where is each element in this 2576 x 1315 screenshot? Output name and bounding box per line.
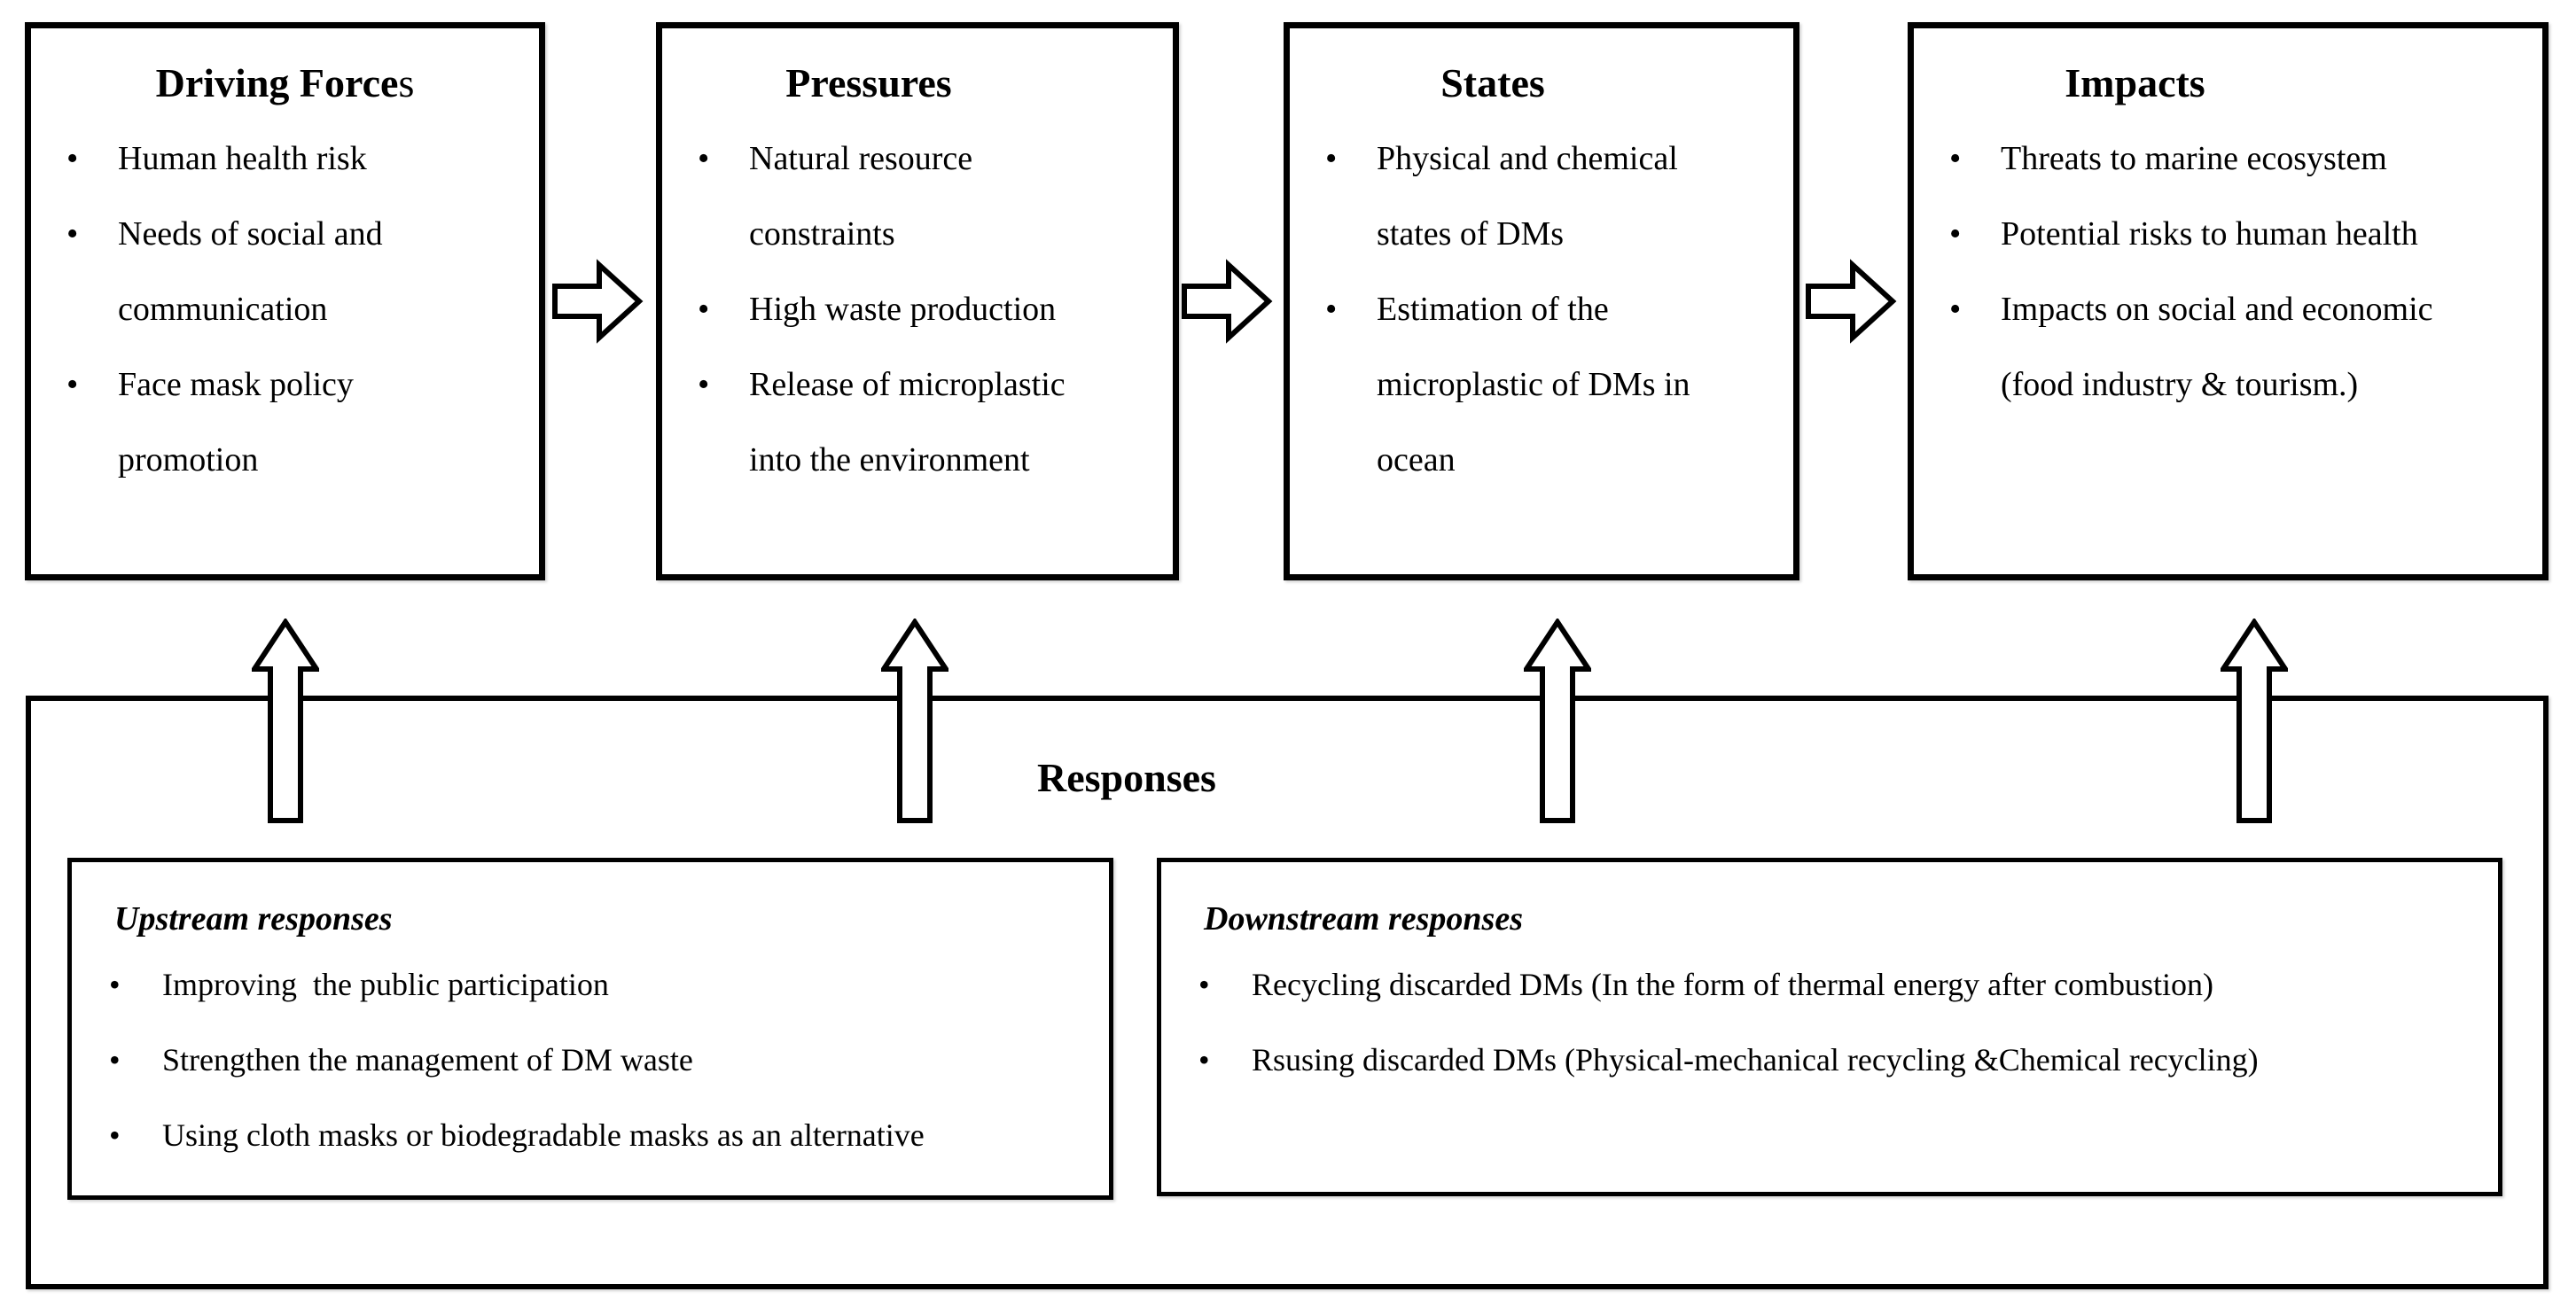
downstream-responses-box: Downstream responses • Recycling discarde… [1157, 858, 2502, 1196]
upstream-responses-box: Upstream responses • Improving the public… [67, 858, 1113, 1200]
driving-forces-box: Driving Forces • Human health risk • Needs… [25, 22, 545, 580]
list-item: • Release of microplastic into the enviro… [698, 347, 1160, 498]
bullet-icon: • [1325, 291, 1338, 329]
bullet-icon: • [1949, 291, 1962, 329]
states-title: States [1290, 58, 1793, 107]
list-item: • Natural resource constraints [698, 121, 1160, 272]
impacts-list: • Threats to marine ecosystem • Potential … [1914, 121, 2542, 423]
states-box: States • Physical and chemical states of … [1284, 22, 1799, 580]
bullet-label: Threats to marine ecosystem [2001, 140, 2387, 178]
bullet-icon: • [1949, 140, 1962, 178]
title-bold-part: Impacts [2065, 60, 2205, 105]
bullet-label: Rsusing discarded DMs (Physical-mechanic… [1252, 1042, 2259, 1078]
title-bold-part: Pressures [785, 60, 952, 105]
bullet-label: Recycling discarded DMs (In the form of … [1252, 967, 2213, 1002]
list-item: • Human health risk [66, 121, 527, 197]
responses-title: Responses [1037, 755, 1216, 800]
pressures-list: • Natural resource constraints • High wast… [662, 121, 1173, 498]
bullet-label: Using cloth masks or biodegradable masks… [162, 1117, 925, 1153]
list-item: • Recycling discarded DMs (In the form of… [1198, 947, 2489, 1023]
list-item: • Threats to marine ecosystem [1949, 121, 2530, 197]
right-arrow-icon [1182, 259, 1273, 344]
title-bold-part: Driving Force [155, 60, 399, 105]
pressures-title: Pressures [662, 58, 1173, 107]
bullet-icon: • [698, 291, 710, 329]
list-item: • Needs of social and communication [66, 197, 527, 347]
downstream-responses-list: • Recycling discarded DMs (In the form of… [1161, 947, 2498, 1098]
up-arrow-icon [2221, 619, 2288, 823]
bullet-label: Estimation of the microplastic of DMs in… [1377, 291, 1690, 479]
bullet-icon: • [698, 140, 710, 178]
title-regular-part: s [398, 60, 415, 105]
bullet-label: Physical and chemical states of DMs [1377, 140, 1678, 253]
list-item: • Estimation of the microplastic of DMs i… [1325, 272, 1781, 498]
list-item: • Impacts on social and economic (food in… [1949, 272, 2530, 423]
bullet-label: Potential risks to human health [2001, 215, 2418, 253]
right-arrow-icon [552, 259, 644, 344]
list-item: • Physical and chemical states of DMs [1325, 121, 1781, 272]
bullet-label: Strengthen the management of DM waste [162, 1042, 693, 1078]
bullet-label: Improving the public participation [162, 967, 609, 1002]
bullet-icon: • [66, 140, 79, 178]
impacts-box: Impacts • Threats to marine ecosystem • Po… [1908, 22, 2549, 580]
bullet-label: Impacts on social and economic (food ind… [2001, 291, 2433, 404]
bullet-label: Needs of social and communication [118, 215, 383, 329]
bullet-icon: • [109, 1042, 121, 1078]
upstream-responses-list: • Improving the public participation • Str… [72, 947, 1109, 1173]
bullet-label: Face mask policy promotion [118, 366, 354, 479]
downstream-responses-title: Downstream responses [1204, 900, 1523, 938]
list-item: • Potential risks to human health [1949, 197, 2530, 272]
bullet-icon: • [66, 366, 79, 404]
impacts-title: Impacts [1914, 58, 2542, 107]
right-arrow-icon [1806, 259, 1897, 344]
bullet-icon: • [109, 967, 121, 1002]
bullet-label: Natural resource constraints [749, 140, 973, 253]
title-bold-part: States [1440, 60, 1545, 105]
bullet-icon: • [66, 215, 79, 253]
states-list: • Physical and chemical states of DMs • Es… [1290, 121, 1793, 498]
upstream-responses-title: Upstream responses [114, 900, 393, 938]
list-item: • Strengthen the management of DM waste [109, 1023, 1100, 1098]
up-arrow-icon [1524, 619, 1591, 823]
list-item: • Using cloth masks or biodegradable mask… [109, 1098, 1100, 1173]
list-item: • Face mask policy promotion [66, 347, 527, 498]
bullet-icon: • [698, 366, 710, 404]
pressures-box: Pressures • Natural resource constraints … [656, 22, 1179, 580]
driving-forces-list: • Human health risk • Needs of social and … [31, 121, 539, 498]
bullet-icon: • [1198, 967, 1210, 1002]
driving-forces-title: Driving Forces [31, 58, 539, 107]
list-item: • Rsusing discarded DMs (Physical-mechani… [1198, 1023, 2489, 1098]
bullet-icon: • [1325, 140, 1338, 178]
up-arrow-icon [252, 619, 319, 823]
up-arrow-icon [881, 619, 948, 823]
bullet-label: Release of microplastic into the environ… [749, 366, 1066, 479]
list-item: • Improving the public participation [109, 947, 1100, 1023]
bullet-icon: • [1949, 215, 1962, 253]
bullet-icon: • [109, 1117, 121, 1153]
list-item: • High waste production [698, 272, 1160, 347]
bullet-icon: • [1198, 1042, 1210, 1078]
bullet-label: Human health risk [118, 140, 367, 178]
bullet-label: High waste production [749, 291, 1057, 329]
